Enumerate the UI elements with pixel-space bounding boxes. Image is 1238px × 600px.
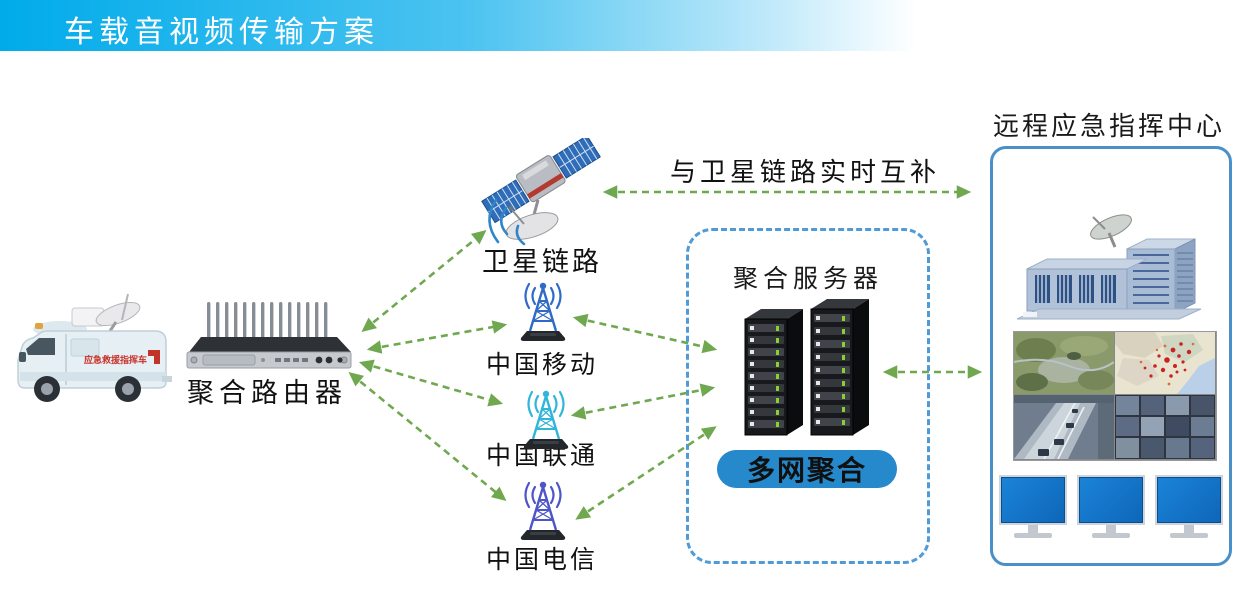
vehicle-side-text: 应急救援指挥车	[84, 354, 147, 365]
command-center-title: 远程应急指挥中心	[992, 112, 1225, 141]
video-wall	[1013, 331, 1217, 461]
cell-tower-icon-china-telecom	[520, 481, 566, 540]
cctv-grid-screen	[1115, 395, 1215, 459]
command-vehicle-icon: 应急救援指挥车	[17, 293, 172, 402]
command-center-building-icon	[1016, 214, 1202, 320]
aggregation-server-title: 聚合服务器	[732, 266, 883, 293]
aggregation-server-box: 聚合服务器	[686, 228, 930, 564]
monitor-icon-3	[1155, 475, 1223, 538]
monitor-row	[999, 475, 1223, 538]
server-rack-icon	[744, 299, 869, 436]
satellite-icon	[481, 138, 601, 246]
carrier-label-china-mobile: 中国移动	[485, 352, 598, 379]
multi-network-badge: 多网聚合	[717, 450, 897, 488]
cell-tower-icon-china-mobile	[520, 282, 566, 341]
satellite-complement-note: 与卫星链路实时互补	[669, 158, 940, 187]
satellite-link-label: 卫星链路	[482, 247, 602, 277]
monitor-icon-2	[1077, 475, 1145, 538]
monitor-icon-1	[999, 475, 1067, 538]
china-map-screen	[1115, 332, 1215, 394]
page-title: 车载音视频传输方案	[64, 16, 379, 49]
command-center-box	[990, 146, 1232, 566]
cell-tower-icon-china-unicom	[523, 390, 569, 449]
aggregation-router-label: 聚合路由器	[187, 378, 347, 408]
header-bar: 车载音视频传输方案	[0, 0, 1238, 51]
carrier-label-china-telecom: 中国电信	[485, 547, 598, 574]
terrain-map-screen	[1014, 332, 1114, 394]
aggregation-router-icon	[186, 302, 352, 369]
traffic-camera-screen	[1014, 395, 1114, 459]
